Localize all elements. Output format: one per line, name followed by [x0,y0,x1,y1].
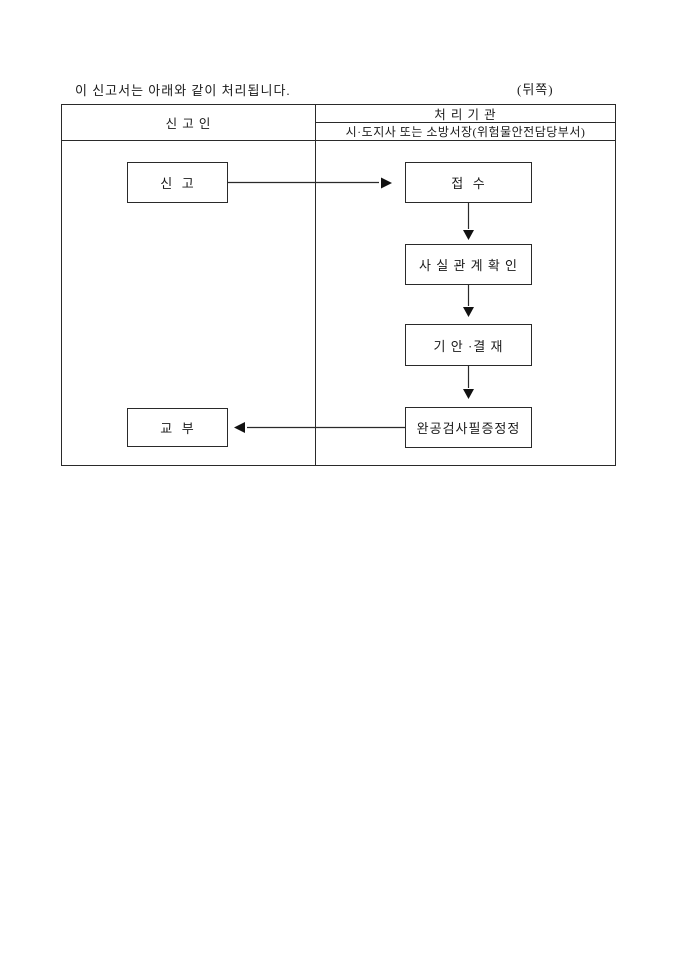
column-divider-line [315,105,316,465]
applicant-column-header: 신 고 인 [62,105,315,141]
agency-column-header: 처 리 기 관 [316,105,615,123]
agency-column-subheader: 시·도지사 또는 소방서장(위험물안전담당부서) [316,123,615,141]
flow-box-fact-check: 사 실 관 계 확 인 [405,244,532,285]
flow-box-report: 신 고 [127,162,228,203]
processing-table: 신 고 인 처 리 기 관 시·도지사 또는 소방서장(위험물안전담당부서) [61,104,616,466]
flow-box-certificate-correction: 완공검사필증정정 [405,407,532,448]
processing-intro-text: 이 신고서는 아래와 같이 처리됩니다. [75,83,291,98]
flow-box-issuance: 교 부 [127,408,228,447]
flow-box-draft-approval: 기 안 ·결 재 [405,324,532,366]
flow-box-receipt: 접 수 [405,162,532,203]
back-side-label: (뒤쪽) [517,82,554,97]
